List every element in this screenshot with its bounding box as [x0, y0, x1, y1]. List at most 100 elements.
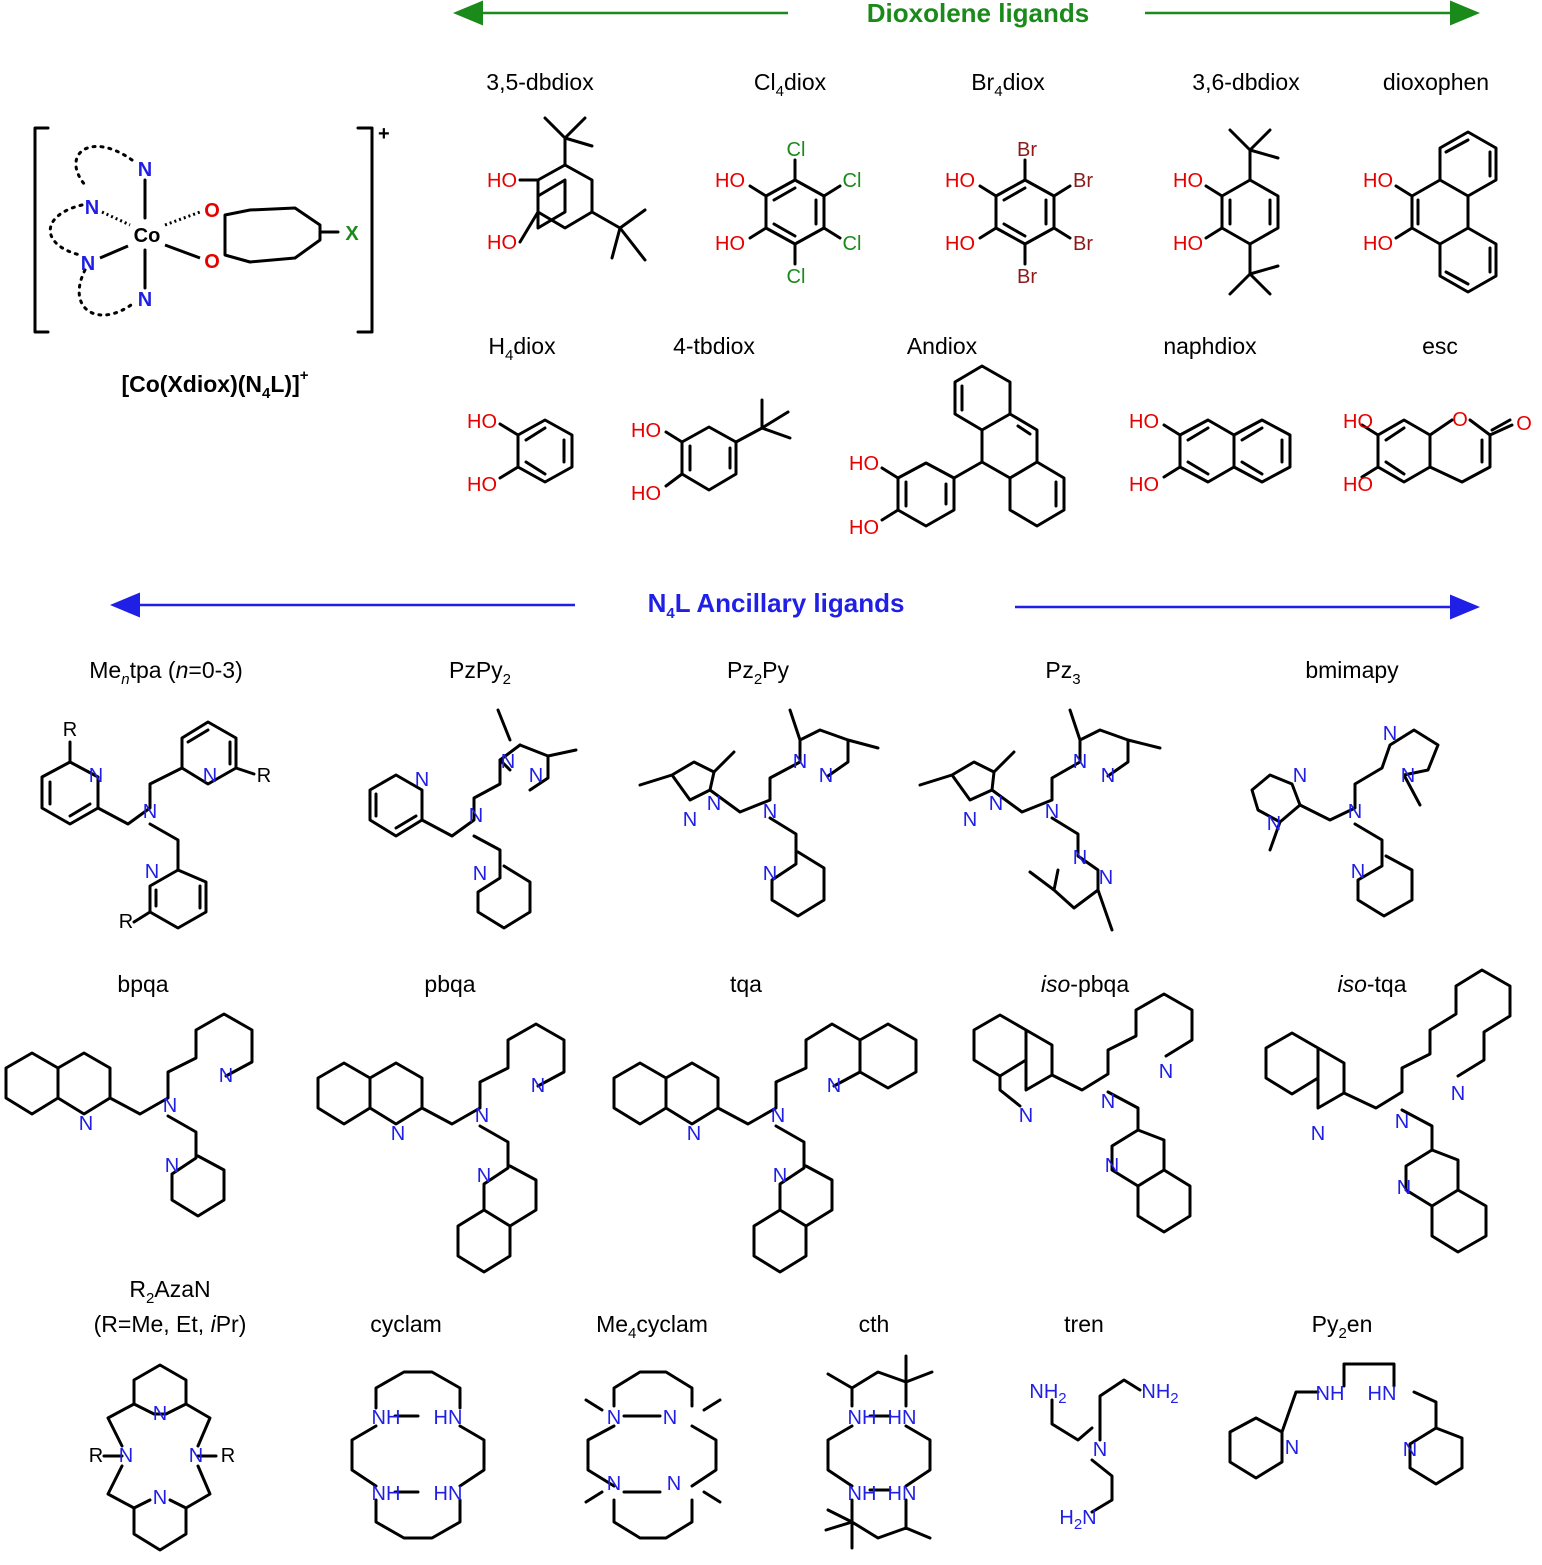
svg-text:NH: NH [848, 1483, 877, 1505]
svg-text:HO: HO [849, 517, 879, 539]
svg-text:HN: HN [434, 1407, 463, 1429]
svg-text:N: N [79, 1113, 93, 1135]
structure-br4diox: Br Br Br Br HO HO [945, 139, 1093, 288]
structure-pz3: N N N N N N N [918, 708, 1162, 932]
svg-text:N: N [153, 1403, 167, 1425]
label-andiox: Andiox [907, 333, 978, 359]
svg-text:N: N [963, 809, 977, 831]
svg-text:N: N [607, 1407, 621, 1429]
svg-text:NH2: NH2 [1029, 1381, 1066, 1407]
structure-h4diox: HO HO [467, 411, 574, 496]
svg-text:HO: HO [631, 483, 661, 505]
label-3-6-dbdiox: 3,6-dbdiox [1192, 69, 1300, 95]
label-h4diox: H4diox [488, 333, 556, 364]
svg-text:N: N [1101, 765, 1115, 787]
label-pz2py: Pz2Py [727, 657, 790, 688]
svg-text:N: N [793, 751, 807, 773]
structure-r2azan: N N N N R R [89, 1363, 235, 1552]
svg-text:N: N [1397, 1177, 1411, 1199]
label-py2en: Py2en [1312, 1311, 1373, 1342]
svg-text:HN: HN [888, 1407, 917, 1429]
svg-text:Br: Br [1073, 233, 1093, 255]
label-tqa: tqa [730, 971, 762, 997]
svg-text:N: N [773, 1165, 787, 1187]
svg-text:N: N [1348, 801, 1362, 823]
label-iso-pbqa: iso-pbqa [1041, 971, 1129, 997]
label-iso-tqa: iso-tqa [1337, 971, 1406, 997]
svg-text:HO: HO [1173, 233, 1203, 255]
svg-text:HO: HO [849, 453, 879, 475]
svg-text:N: N [1311, 1123, 1325, 1145]
structure-naphdiox: HO HO [1129, 411, 1292, 496]
svg-text:HO: HO [487, 170, 517, 192]
structure-dioxophen: HO HO [1363, 130, 1498, 294]
dioxolene-title: Dioxolene ligands [867, 0, 1090, 28]
structure-4-tbdiox: HO HO [631, 398, 792, 505]
structure-tqa: N N N N [612, 1022, 918, 1274]
svg-text:X: X [345, 223, 359, 245]
svg-text:R: R [257, 765, 271, 787]
svg-text:N: N [1105, 1155, 1119, 1177]
label-naphdiox: naphdiox [1163, 333, 1257, 359]
svg-text:N: N [85, 197, 99, 219]
svg-text:N: N [607, 1473, 621, 1495]
svg-text:N: N [819, 765, 833, 787]
structure-cth: NH HN NH HN [824, 1354, 934, 1550]
label-3-5-dbdiox: 3,5-dbdiox [486, 69, 594, 95]
svg-text:N: N [1351, 861, 1365, 883]
svg-text:HO: HO [631, 420, 661, 442]
label-br4diox: Br4diox [971, 69, 1045, 100]
svg-text:HO: HO [1173, 170, 1203, 192]
svg-text:N: N [138, 159, 152, 181]
svg-text:HO: HO [1363, 233, 1393, 255]
svg-text:N: N [1403, 1439, 1417, 1461]
structure-bmimapy: N N N N N N [1250, 723, 1440, 918]
svg-text:Br: Br [1017, 139, 1037, 161]
svg-text:N: N [153, 1487, 167, 1509]
label-dioxophen: dioxophen [1383, 69, 1489, 95]
svg-text:N: N [1073, 847, 1087, 869]
svg-text:N: N [501, 751, 515, 773]
structure-3-6-dbdiox: HO HO [1173, 128, 1280, 296]
svg-text:R: R [63, 719, 77, 741]
svg-text:N: N [827, 1075, 841, 1097]
svg-text:R: R [119, 911, 133, 933]
svg-text:HO: HO [1343, 474, 1373, 496]
svg-text:N: N [138, 289, 152, 311]
svg-text:N: N [1383, 723, 1397, 745]
svg-text:N: N [683, 809, 697, 831]
svg-text:N: N [477, 1165, 491, 1187]
svg-text:NH: NH [372, 1407, 401, 1429]
svg-text:N: N [165, 1155, 179, 1177]
svg-text:Cl: Cl [787, 266, 806, 288]
label-me4cyclam: Me4cyclam [596, 1311, 708, 1342]
svg-text:N: N [531, 1075, 545, 1097]
svg-text:N: N [687, 1123, 701, 1145]
structure-tren: NH2 N NH2 H2N [1029, 1378, 1179, 1533]
label-pz3: Pz3 [1045, 657, 1080, 688]
svg-text:HO: HO [1343, 411, 1373, 433]
svg-text:HN: HN [434, 1483, 463, 1505]
structure-py2en: NH HN N N [1228, 1362, 1464, 1486]
svg-text:N: N [1093, 1439, 1107, 1461]
svg-text:N: N [1451, 1083, 1465, 1105]
svg-text:N: N [1395, 1111, 1409, 1133]
svg-text:HO: HO [487, 232, 517, 254]
svg-text:N: N [81, 253, 95, 275]
svg-text:HN: HN [888, 1483, 917, 1505]
svg-text:Cl: Cl [843, 170, 862, 192]
svg-text:HO: HO [945, 233, 975, 255]
svg-text:HN: HN [1368, 1383, 1397, 1405]
svg-text:N: N [1073, 751, 1087, 773]
svg-text:N: N [119, 1445, 133, 1467]
label-4-tbdiox: 4-tbdiox [673, 333, 755, 359]
svg-text:O: O [1452, 409, 1468, 431]
label-r2azan: R2AzaN [129, 1276, 210, 1307]
svg-text:N: N [1045, 801, 1059, 823]
svg-text:NH: NH [848, 1407, 877, 1429]
svg-text:N: N [989, 793, 1003, 815]
svg-text:N: N [707, 793, 721, 815]
svg-text:H2N: H2N [1059, 1507, 1096, 1533]
